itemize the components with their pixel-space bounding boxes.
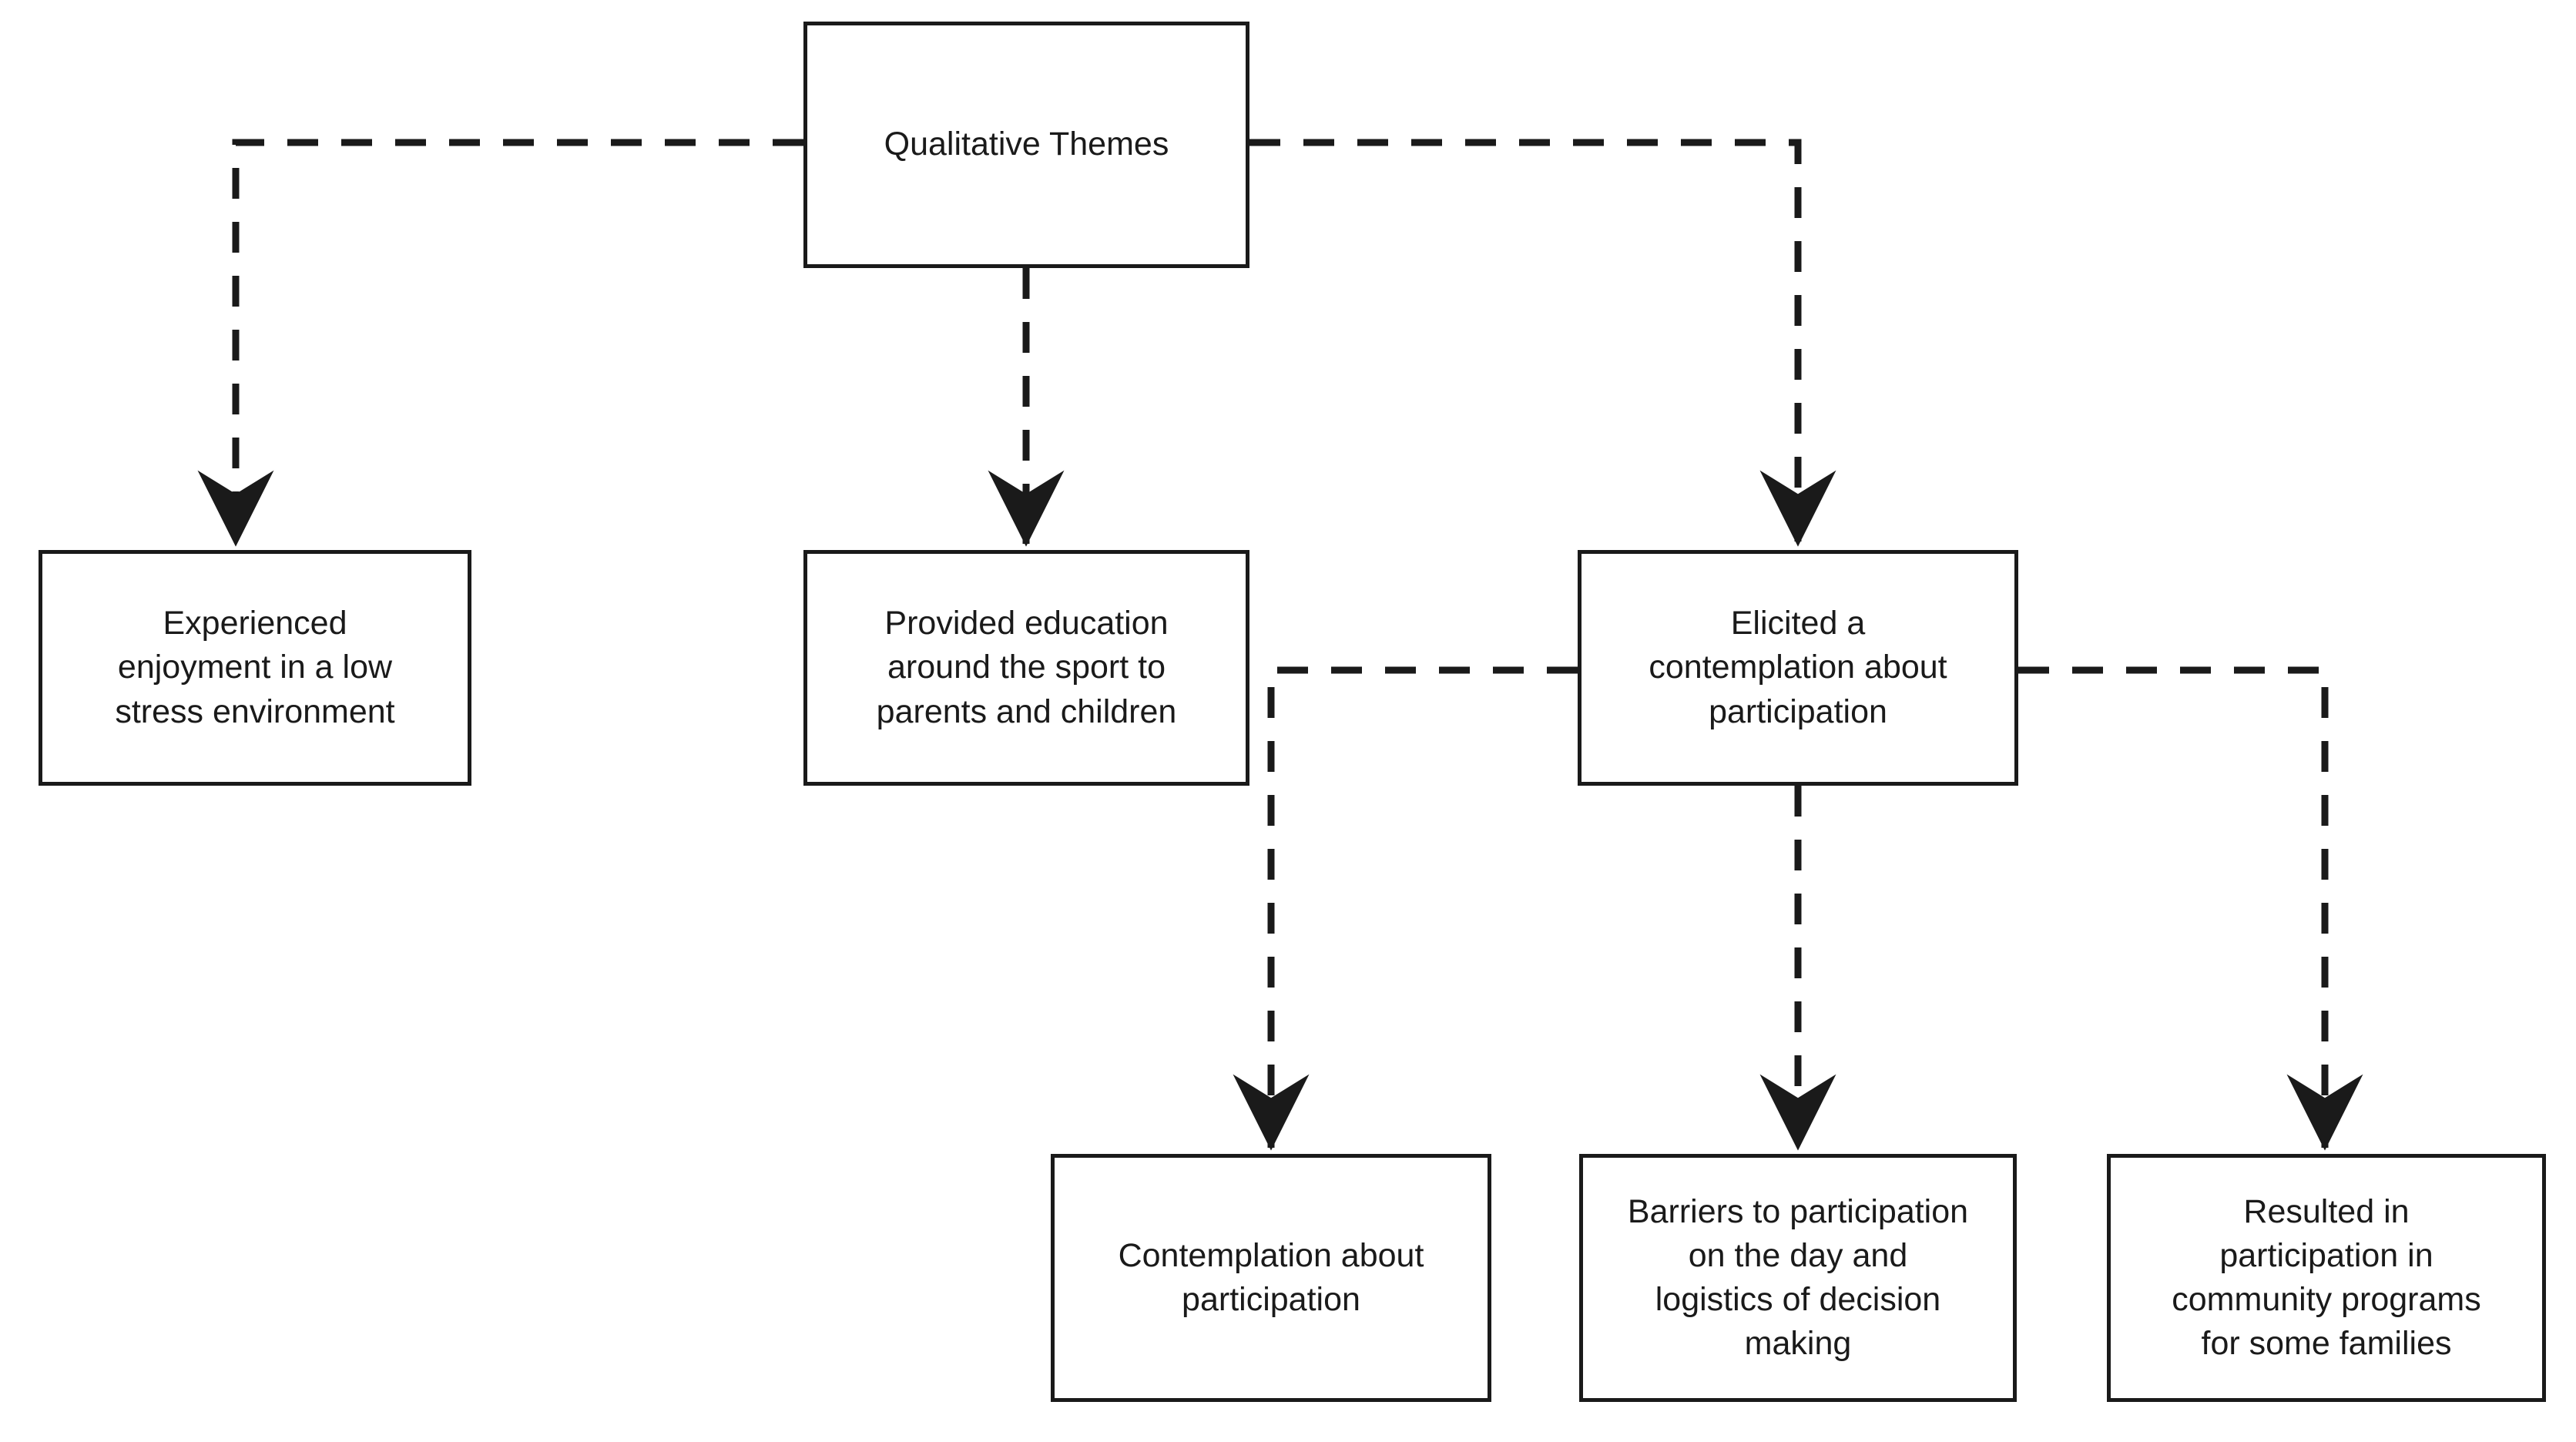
node-label: Qualitative Themes	[884, 126, 1169, 163]
node-contemplation-about-participation[interactable]: Contemplation about participation	[1051, 1154, 1491, 1402]
node-resulted-in-participation[interactable]: Resulted in participation in community p…	[2107, 1154, 2546, 1402]
node-experienced-enjoyment[interactable]: Experienced enjoyment in a low stress en…	[39, 550, 471, 786]
edge-elicited-contemplation	[1233, 666, 1578, 1151]
edge-root-enjoyment	[197, 139, 803, 547]
edge-elicited-community	[2018, 666, 2363, 1151]
node-barriers-to-participation[interactable]: Barriers to participation on the day and…	[1579, 1154, 2017, 1402]
node-label: Experienced enjoyment in a low stress en…	[115, 605, 395, 730]
node-provided-education[interactable]: Provided education around the sport to p…	[803, 550, 1249, 786]
edge-root-elicited	[1249, 139, 1836, 547]
node-label: Provided education around the sport to p…	[876, 605, 1177, 730]
node-qualitative-themes[interactable]: Qualitative Themes	[803, 22, 1249, 268]
node-label: Barriers to participation on the day and…	[1627, 1192, 1969, 1363]
node-elicited-contemplation[interactable]: Elicited a contemplation about participa…	[1578, 550, 2018, 786]
node-label: Contemplation about participation	[1118, 1236, 1424, 1318]
node-label: Resulted in participation in community p…	[2172, 1192, 2481, 1363]
node-label: Elicited a contemplation about participa…	[1649, 605, 1947, 730]
